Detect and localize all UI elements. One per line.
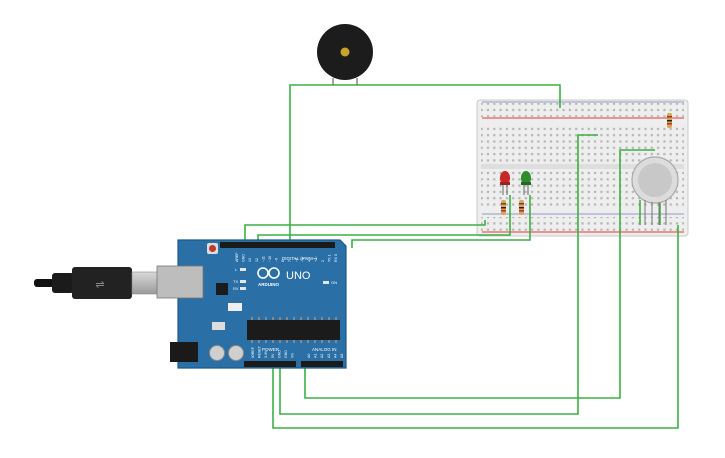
pin-label: 5V — [271, 353, 275, 358]
pin-label: 7 — [288, 260, 292, 262]
pin-label: GND — [284, 350, 288, 358]
pin-label: ~9 — [275, 258, 279, 262]
wire-buzzer — [289, 84, 561, 248]
wire-green-led — [351, 195, 531, 248]
power-header[interactable] — [244, 361, 296, 367]
microcontroller-chip — [247, 320, 340, 340]
usb-cable-icon[interactable]: ⇌ — [34, 267, 159, 299]
brand-label: ARDUINO — [258, 282, 279, 287]
pin-label: RESET — [258, 345, 262, 358]
pin-label: ~3 — [314, 258, 318, 262]
svg-text:⇌: ⇌ — [95, 279, 104, 291]
wires[interactable] — [244, 84, 679, 429]
wire-5v-loop — [279, 134, 598, 415]
pin-label: A1 — [314, 354, 318, 358]
rx-label: RX — [233, 286, 239, 291]
pin-label: Vin — [291, 353, 295, 358]
pin-label: A2 — [320, 354, 324, 358]
piezo-buzzer-icon[interactable] — [317, 24, 373, 85]
pin-label: A5 — [340, 354, 344, 358]
arduino-board[interactable]: DIGITAL (PWM~) UNO ARDUINO L TX RX ON PO… — [156, 239, 347, 369]
pin-label: ~5 — [301, 258, 305, 262]
wire-a0 — [304, 149, 655, 399]
pin-label: RX 0 — [334, 254, 338, 262]
pin-label: GND — [242, 254, 246, 262]
led-green-icon[interactable] — [521, 171, 531, 195]
wire-gas-power — [244, 220, 486, 248]
led-red-icon[interactable] — [500, 171, 510, 195]
pin-label: GND — [277, 350, 281, 358]
pin-label: 12 — [255, 258, 259, 262]
pin-label: 8 — [281, 260, 285, 262]
resistor-icon[interactable] — [501, 200, 506, 215]
analog-header[interactable] — [301, 361, 343, 367]
pin-label: ~10 — [268, 256, 272, 262]
digital-label: DIGITAL (PWM~) — [282, 256, 317, 261]
uno-label: UNO — [286, 270, 311, 282]
pin-label: 3.3V — [264, 350, 268, 358]
tx-label: TX — [233, 279, 238, 284]
usb-port[interactable] — [156, 265, 204, 299]
power-jack[interactable] — [170, 342, 198, 362]
pin-label: 2 — [321, 260, 325, 262]
power-label: POWER — [262, 347, 280, 352]
pin-label: 13 — [248, 258, 252, 262]
arduino-logo-icon — [257, 267, 280, 279]
pin-label: AREF — [235, 252, 239, 262]
gas-sensor-icon[interactable] — [631, 156, 679, 225]
pin-label: IOREF — [251, 346, 255, 358]
pin-label: A3 — [327, 354, 331, 358]
pin-label: A4 — [333, 354, 337, 358]
pin-label: 4 — [308, 260, 312, 262]
digital-header[interactable] — [220, 242, 335, 248]
resistor-icon-3[interactable] — [667, 113, 672, 128]
wire-gnd-loop — [272, 225, 679, 429]
pin-label: ~11 — [261, 256, 265, 262]
l-led-label: L — [235, 267, 238, 272]
resistor-icon-2[interactable] — [519, 200, 524, 215]
on-label: ON — [331, 280, 337, 285]
analog-label: ANALOG IN — [312, 347, 337, 352]
pin-label: ~6 — [294, 258, 298, 262]
pin-label: A0 — [307, 354, 311, 358]
pin-label: TX 1 — [327, 254, 331, 262]
